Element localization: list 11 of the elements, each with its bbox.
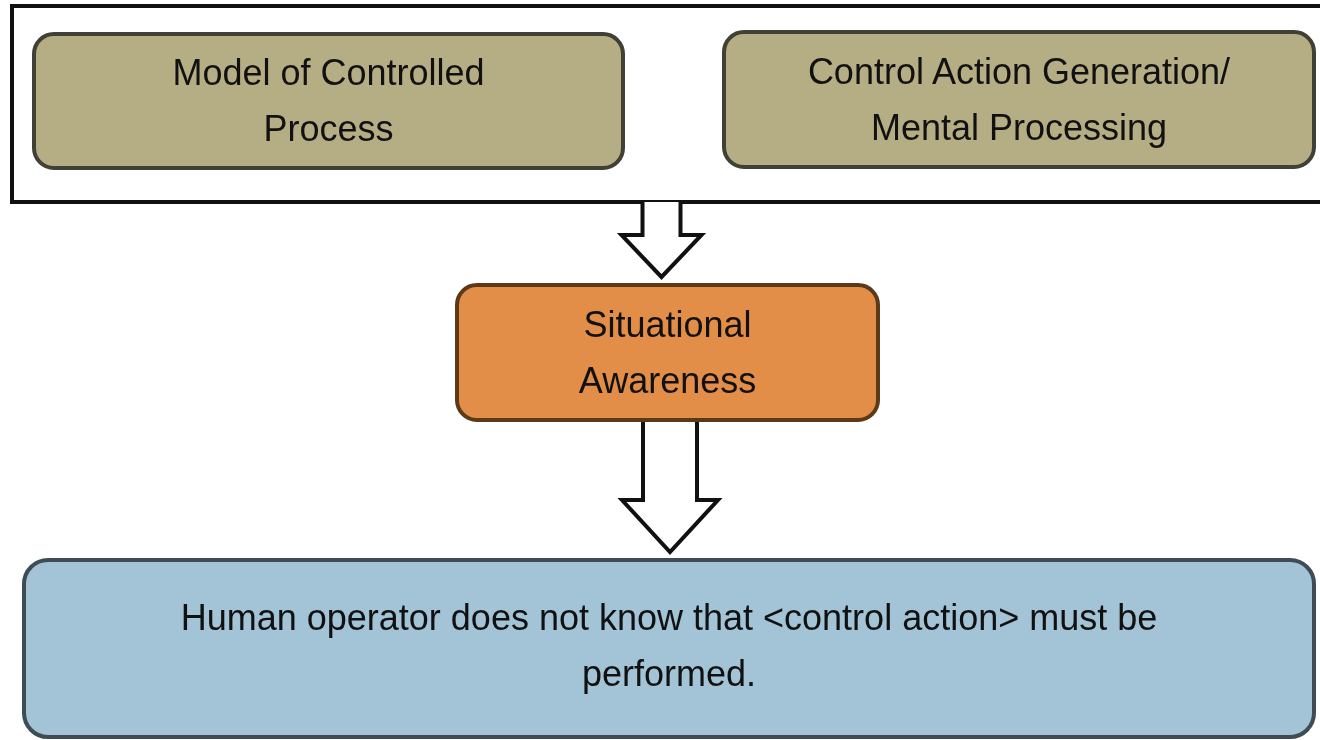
process-box <box>32 32 625 170</box>
box-label: Control Action Generation/ Mental Processing <box>806 49 1232 150</box>
result-box <box>22 558 1316 739</box>
block-arrow <box>617 420 723 555</box>
box-label: Human operator does not know that <control action> must be performed. <box>179 596 1159 696</box>
group-frame <box>10 4 1320 204</box>
box-label: Model of Controlled Process <box>171 51 486 151</box>
process-box <box>722 30 1316 169</box>
block-arrow <box>616 200 707 280</box>
box-label: Situational Awareness <box>577 302 758 403</box>
process-box <box>455 283 880 422</box>
